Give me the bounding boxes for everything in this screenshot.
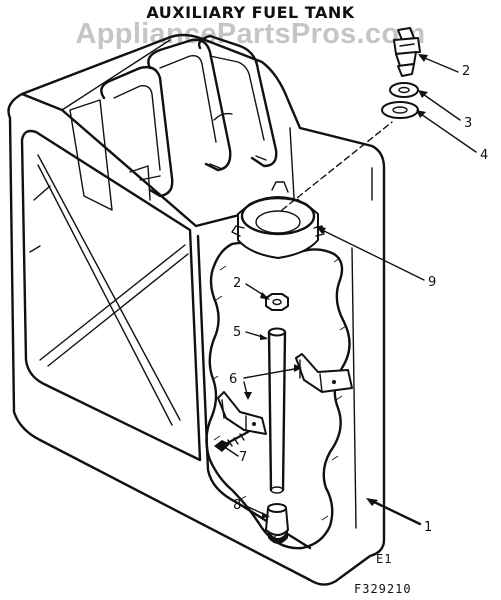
drawing-number: F329210 [354,582,412,596]
part-2-nut-lower [265,293,289,311]
part-9-filler-neck [231,181,325,259]
callout-8: 8 [233,498,242,513]
part-2-fitting-top [393,27,421,77]
leader-lines [225,54,477,526]
part-6-brackets [217,353,353,435]
callout-4: 4 [480,148,489,163]
callout-2-lower: 2 [233,276,242,291]
callout-5: 5 [233,325,242,340]
callout-3: 3 [464,116,473,131]
tank-body [7,33,386,586]
part-5-tube [267,327,287,494]
callout-9: 9 [428,275,437,290]
watermark: AppliancePartsPros.com [75,18,426,50]
part-8-filter [265,503,289,544]
callout-7: 7 [239,450,248,465]
cutaway-opening [205,241,351,550]
callout-6: 6 [229,372,238,387]
diagram-title: AUXILIARY FUEL TANK [146,3,355,22]
tank-handles [69,34,278,211]
part-4-gasket [381,101,419,119]
callout-1: 1 [424,520,433,535]
pickup-tube-assembly [265,293,289,544]
fitting-stack [281,27,421,211]
view-code: E1 [376,552,393,566]
part-3-washer [389,82,419,98]
callout-2-top: 2 [462,64,471,79]
part-7-screw [214,430,250,452]
